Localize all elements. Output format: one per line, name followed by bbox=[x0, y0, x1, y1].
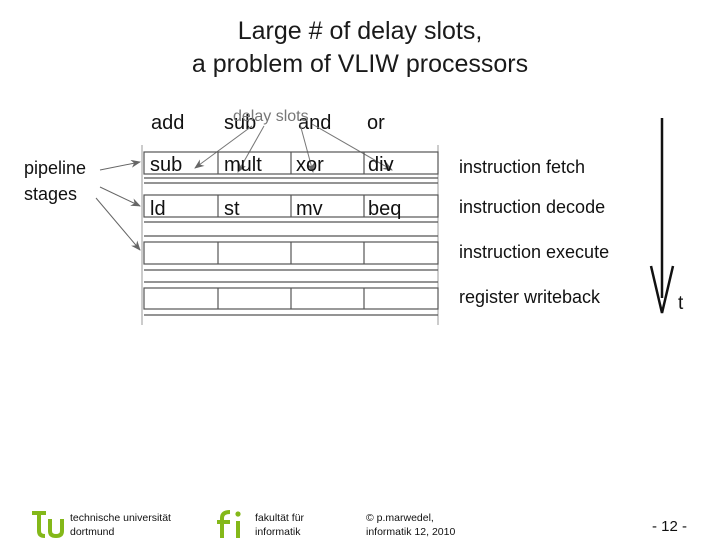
top-op-3: and bbox=[298, 112, 331, 134]
footer-uni-line2: dortmund bbox=[70, 526, 115, 538]
slide-title-line-2: a problem of VLIW processors bbox=[191, 50, 529, 78]
stage-row-writeback bbox=[143, 281, 439, 316]
pipeline-arrow-fetch bbox=[99, 159, 141, 171]
pipeline-arrow-decode bbox=[99, 186, 141, 207]
time-arrow bbox=[649, 118, 675, 314]
stage-label-execute: instruction execute bbox=[459, 242, 609, 262]
tu-logo bbox=[32, 511, 64, 539]
stage-row-decode: ld st mv beq bbox=[143, 182, 439, 223]
stage-row-fetch: sub mult xor div bbox=[143, 151, 439, 179]
stages-label: stages bbox=[24, 184, 77, 204]
footer-fak-line1: fakultät für bbox=[255, 512, 305, 524]
decode-cell-1: ld bbox=[150, 198, 166, 220]
delay-arrow-2 bbox=[237, 125, 265, 173]
fi-logo bbox=[217, 510, 241, 538]
delay-arrow-3 bbox=[299, 123, 315, 173]
delay-slots-label: delay slots bbox=[233, 108, 309, 125]
top-op-4: or bbox=[367, 112, 385, 134]
footer-faculty: fakultät für informatik bbox=[255, 511, 304, 539]
page-number: - 12 - bbox=[652, 518, 688, 535]
fetch-cell-1: sub bbox=[150, 154, 182, 176]
decode-cell-2: st bbox=[224, 198, 240, 220]
fetch-cell-4: div bbox=[368, 154, 394, 176]
stage-label-fetch: instruction fetch bbox=[459, 157, 585, 177]
pipeline-arrow-execute bbox=[95, 197, 141, 251]
time-label: t bbox=[678, 293, 684, 314]
footer-author-line1: © p.marwedel, bbox=[366, 512, 434, 524]
footer-author: © p.marwedel, informatik 12, 2010 bbox=[366, 511, 455, 539]
delay-arrow-4 bbox=[311, 123, 393, 171]
slide-title-line-1: Large # of delay slots, bbox=[237, 17, 483, 45]
stage-row-execute bbox=[143, 235, 439, 271]
footer-uni-line1: technische universität bbox=[70, 512, 171, 524]
stage-label-writeback: register writeback bbox=[459, 287, 601, 307]
footer-fak-line2: informatik bbox=[255, 526, 301, 538]
decode-cell-4: beq bbox=[368, 198, 401, 220]
footer-university: technische universität dortmund bbox=[70, 511, 171, 539]
delay-arrow-1 bbox=[194, 125, 253, 169]
decode-cell-3: mv bbox=[296, 198, 323, 220]
fetch-cell-3: xor bbox=[296, 154, 324, 176]
fetch-cell-2: mult bbox=[224, 154, 262, 176]
pipeline-label: pipeline bbox=[24, 158, 86, 178]
stage-label-decode: instruction decode bbox=[459, 197, 605, 217]
top-op-1: add bbox=[151, 112, 184, 134]
footer-author-line2: informatik 12, 2010 bbox=[366, 526, 456, 538]
